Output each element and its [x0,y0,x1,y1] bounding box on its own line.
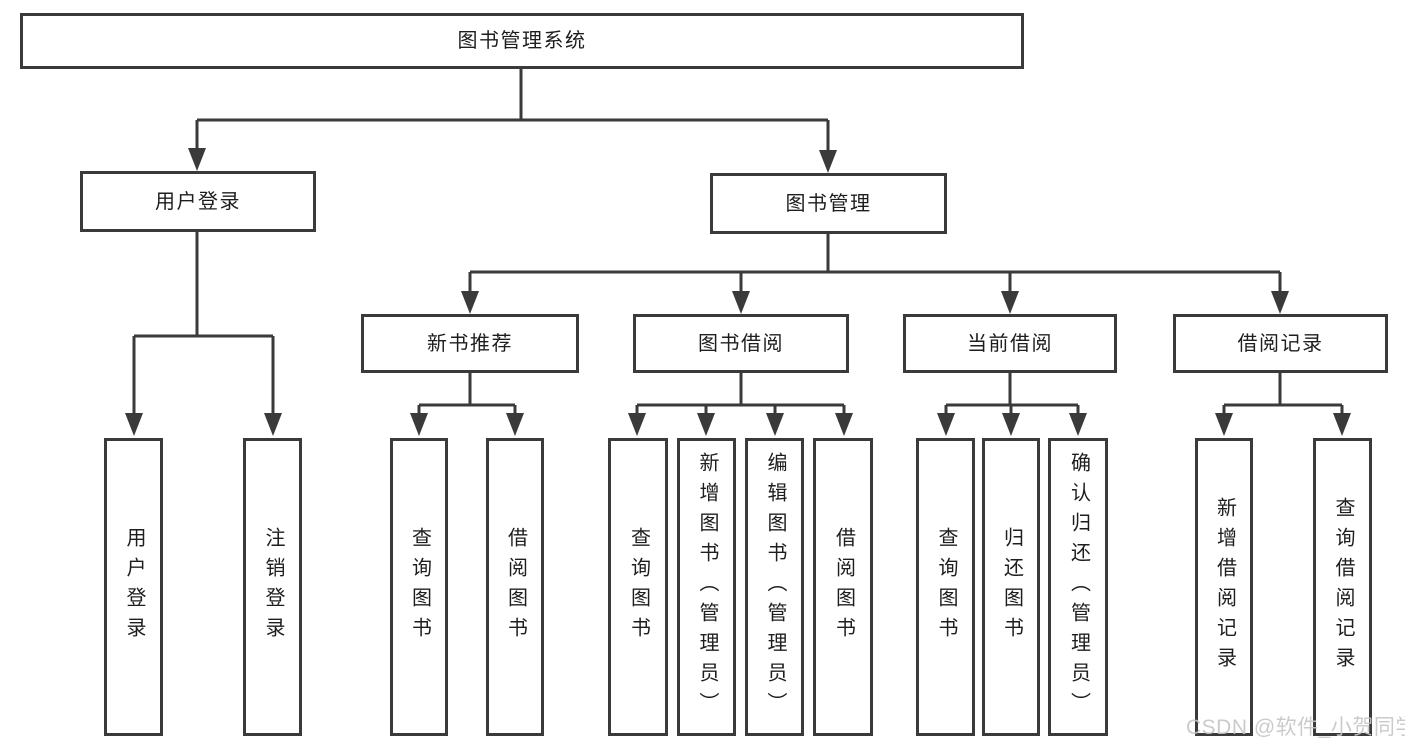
arrow-down-icon [410,413,428,436]
leaf-query-books-current: 查询图书 [916,438,975,736]
arrow-down-icon [835,413,853,436]
leaf-label: 借阅图书 [504,527,527,647]
node-label: 用户登录 [155,190,241,213]
arrow-down-icon [628,413,646,436]
arrowheads [125,148,1351,436]
node-book-management: 图书管理 [710,173,947,234]
leaf-label: 查询借阅记录 [1332,497,1354,677]
arrow-down-icon [1002,413,1020,436]
leaf-label: 新增图书（管理员） [696,452,718,722]
arrow-down-icon [937,413,955,436]
csdn-watermark: CSDN @软件_小贺同学 [1186,716,1405,739]
leaf-borrow-books: 借阅图书 [813,438,873,736]
leaf-user-login: 用户登录 [104,438,163,736]
leaf-add-books-admin: 新增图书（管理员） [677,438,736,736]
leaf-label: 新增借阅记录 [1213,497,1236,677]
node-label: 图书管理 [785,192,872,215]
leaf-query-borrow-record: 查询借阅记录 [1313,438,1372,736]
leaf-logout: 注销登录 [243,438,302,736]
node-label: 图书管理系统 [457,30,587,52]
leaf-query-books-recommend: 查询图书 [390,438,448,736]
arrow-down-icon [819,150,837,173]
leaf-add-borrow-record: 新增借阅记录 [1195,438,1253,736]
tree-edges [132,69,1344,415]
arrow-down-icon [1215,413,1233,436]
leaf-label: 查询图书 [408,527,431,647]
node-new-book-recommend: 新书推荐 [361,314,579,373]
arrow-down-icon [125,413,143,436]
arrow-down-icon [264,413,282,436]
node-current-borrowing: 当前借阅 [903,314,1117,373]
leaf-label: 注销登录 [262,527,284,647]
arrow-down-icon [461,291,479,314]
arrow-down-icon [766,413,784,436]
node-label: 图书借阅 [698,332,784,355]
leaf-edit-books-admin: 编辑图书（管理员） [745,438,804,736]
arrow-down-icon [1271,291,1289,314]
leaf-borrow-books-recommend: 借阅图书 [486,438,544,736]
leaf-query-books-borrow: 查询图书 [608,438,668,736]
node-borrowing-records: 借阅记录 [1173,314,1388,373]
arrow-down-icon [732,291,750,314]
leaf-label: 编辑图书（管理员） [764,452,786,722]
arrow-down-icon [188,148,206,171]
arrow-down-icon [697,413,715,436]
node-book-borrowing: 图书借阅 [633,314,849,373]
leaf-label: 确认归还（管理员） [1067,452,1090,722]
leaf-label: 查询图书 [935,527,957,647]
node-user-login: 用户登录 [80,171,316,232]
arrow-down-icon [1333,413,1351,436]
arrow-down-icon [506,413,524,436]
leaf-label: 借阅图书 [832,527,855,647]
arrow-down-icon [1001,291,1019,314]
node-label: 新书推荐 [427,332,513,355]
leaf-label: 归还图书 [1000,527,1023,647]
node-label: 当前借阅 [967,332,1053,355]
leaf-confirm-return-admin: 确认归还（管理员） [1048,438,1108,736]
leaf-return-books: 归还图书 [982,438,1040,736]
leaf-label: 查询图书 [627,527,650,647]
leaf-label: 用户登录 [123,527,145,647]
node-label: 借阅记录 [1237,332,1324,355]
node-root-system: 图书管理系统 [20,13,1024,69]
arrow-down-icon [1069,413,1087,436]
